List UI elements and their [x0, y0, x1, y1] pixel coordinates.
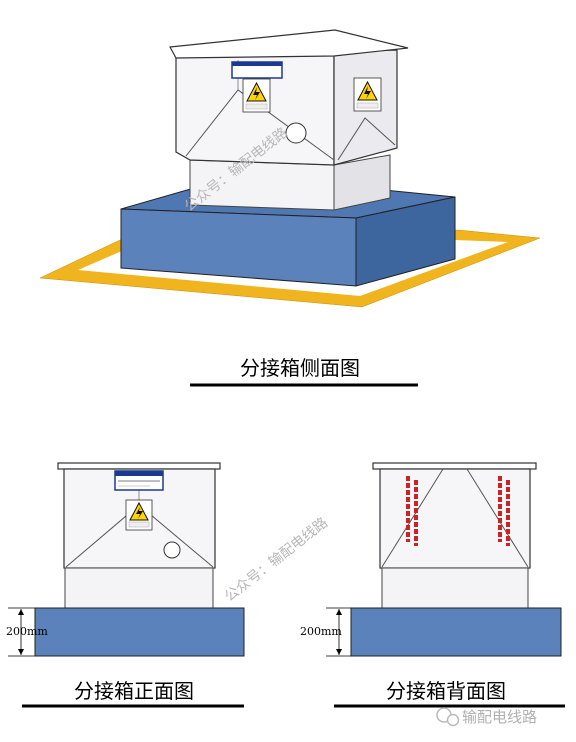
back-roof — [372, 462, 537, 470]
nameplate-band — [232, 62, 282, 66]
warning-lightning-icon — [242, 78, 271, 113]
lock-hole — [163, 541, 181, 559]
back-plinth — [381, 567, 529, 609]
lock-hole — [285, 122, 307, 144]
front-dimension-label: 200mm — [6, 625, 48, 638]
warning-lightning-icon — [353, 77, 382, 112]
base-side-face — [355, 196, 456, 287]
back-dimension-label: 200mm — [300, 625, 342, 638]
cabinet-plinth-side — [333, 154, 391, 211]
stencil-text-left — [406, 476, 418, 546]
back-base — [350, 607, 562, 657]
front-view-drawing — [8, 462, 245, 657]
back-dim-arrow-top — [336, 609, 342, 615]
back-dim-arrow-bottom — [336, 649, 342, 655]
front-dim-arrow-bottom — [18, 649, 24, 655]
front-dim-arrow-top — [18, 609, 24, 615]
back-door-seam-right — [466, 468, 529, 568]
warning-lightning-icon — [125, 499, 153, 531]
nameplate — [114, 470, 164, 491]
cabinet-roof — [169, 29, 409, 59]
back-cabinet-body — [379, 468, 531, 569]
side-view-caption: 分接箱侧面图 — [240, 356, 360, 380]
front-roof — [57, 462, 221, 470]
side-view-drawing — [39, 29, 541, 308]
side-door-seam — [337, 117, 396, 161]
chat-bubble-icon — [436, 707, 460, 727]
front-view-caption: 分接箱正面图 — [74, 679, 194, 703]
back-view-drawing — [326, 462, 562, 657]
watermark-brand: 输配电线路 — [462, 708, 538, 726]
front-plinth — [64, 567, 214, 609]
front-base — [34, 607, 245, 657]
stencil-text-right — [498, 476, 510, 546]
back-door-seam-left — [381, 468, 444, 568]
back-view-caption: 分接箱背面图 — [386, 679, 506, 703]
